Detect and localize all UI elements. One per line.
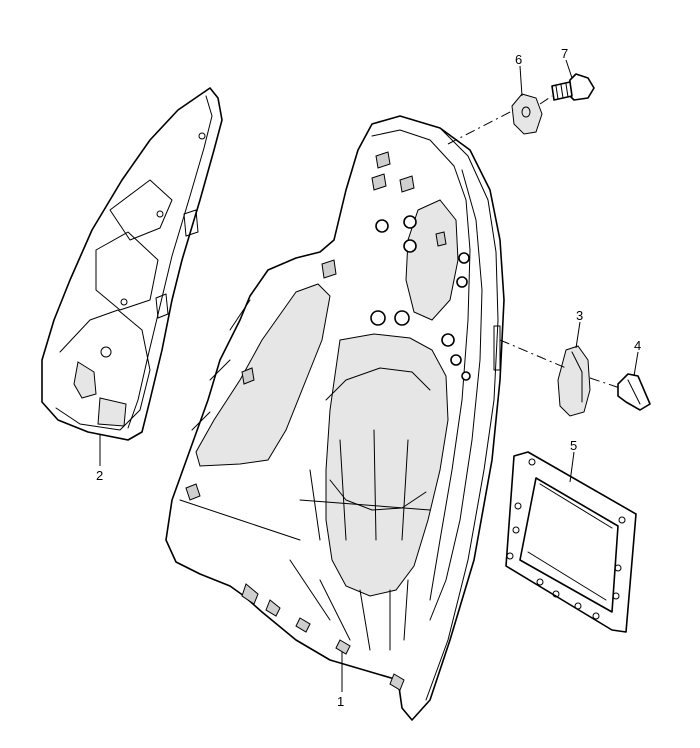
- leader-6: [519, 65, 523, 97]
- assembly-line-washer: [539, 95, 553, 105]
- part-7-screw: [551, 73, 595, 101]
- part-4-clip: [617, 373, 651, 411]
- leader-3: [575, 321, 581, 349]
- callout-7: 7: [561, 46, 568, 61]
- leader-7: [565, 59, 573, 79]
- callout-3: 3: [576, 308, 583, 323]
- part-6-washer: [511, 93, 543, 135]
- assembly-line-screw: [447, 109, 515, 145]
- callout-2: 2: [96, 468, 103, 483]
- leader-5: [569, 451, 575, 483]
- callout-5: 5: [570, 438, 577, 453]
- callout-1: 1: [337, 694, 344, 709]
- part-3-cover: [557, 345, 591, 417]
- part-1-seat-back-shell: [165, 115, 505, 721]
- part-5-frame-plate: [505, 451, 637, 633]
- callout-4: 4: [634, 338, 641, 353]
- part-2-side-panel: [41, 87, 223, 441]
- assembly-line-clip: [589, 377, 621, 389]
- leader-4: [633, 351, 639, 377]
- callout-6: 6: [515, 52, 522, 67]
- assembly-line-cover: [499, 339, 567, 369]
